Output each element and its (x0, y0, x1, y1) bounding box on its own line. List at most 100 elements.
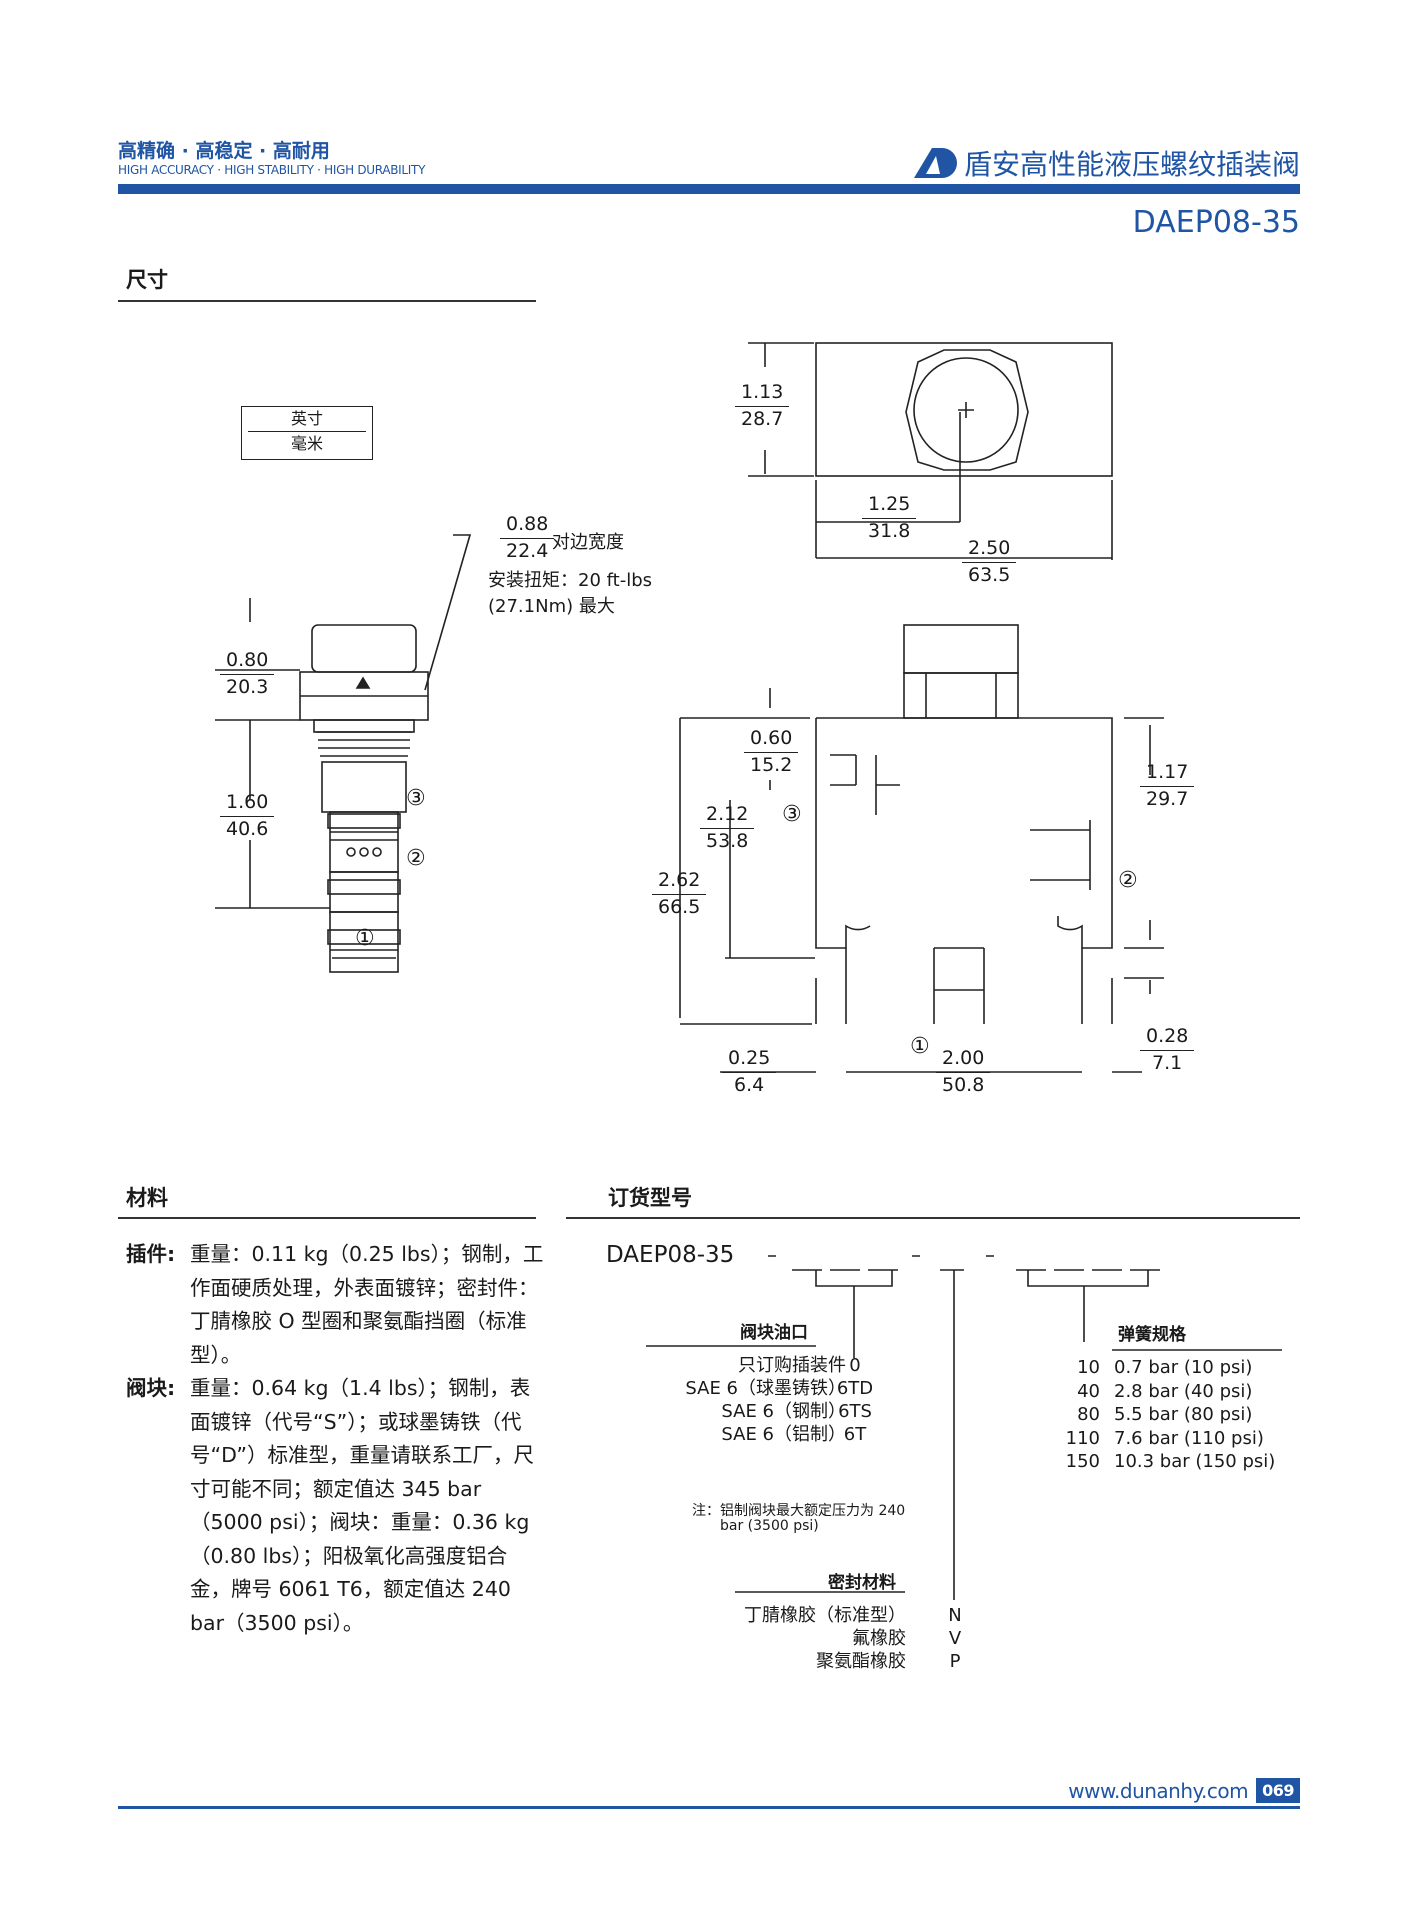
spring-code: 150 (1065, 1451, 1100, 1472)
unit-separator (248, 431, 366, 432)
port-1-marker: ① (355, 926, 375, 951)
hex-label: 对边宽度 (552, 532, 624, 553)
port-code: 6TS (838, 1401, 872, 1422)
seal-code: P (949, 1651, 961, 1672)
dim-d6: 0.60 15.2 (744, 726, 799, 778)
dim-d7-in: 2.12 (700, 802, 755, 829)
seal-codes: N V P (940, 1604, 970, 1673)
dunan-logo-icon (913, 148, 957, 178)
dim-d9-mm: 29.7 (1146, 787, 1189, 810)
port-option: 只订购插装件 (738, 1355, 846, 1376)
dim-d3-mm: 28.7 (741, 407, 784, 430)
dim-d1: 0.80 20.3 (220, 648, 275, 700)
dim-d11-mm: 6.4 (734, 1073, 765, 1096)
footer-bar (118, 1806, 1300, 1809)
dim-hex: 0.88 22.4 (500, 512, 555, 564)
materials-divider (118, 1217, 536, 1219)
port-head: 阀块油口 (740, 1323, 808, 1343)
dim-d10-in: 0.28 (1140, 1024, 1195, 1051)
port-code: 6T (843, 1424, 867, 1445)
spring-head: 弹簧规格 (1118, 1325, 1186, 1345)
brand-title: 盾安高性能液压螺纹插装阀 (912, 143, 1300, 183)
dim-d4-mm: 31.8 (868, 519, 911, 542)
port-option: SAE 6（铝制） (721, 1424, 846, 1445)
seal-option: 聚氨酯橡胶 (816, 1651, 906, 1672)
spring-options: 0.7 bar (10 psi) 2.8 bar (40 psi) 5.5 ba… (1114, 1356, 1275, 1474)
port-3-marker: ③ (406, 786, 426, 811)
dim-d10: 0.28 7.1 (1140, 1024, 1195, 1076)
unit-mm: 毫米 (290, 434, 323, 453)
dim-hex-in: 0.88 (500, 512, 555, 539)
dim-d1-in: 0.80 (220, 648, 275, 675)
dim-d6-in: 0.60 (744, 726, 799, 753)
seal-option: 丁腈橡胶（标准型） (744, 1605, 906, 1626)
footer-url[interactable]: www.dunanhy.com (1068, 1778, 1249, 1803)
dim-d2: 1.60 40.6 (220, 790, 275, 842)
ordering-title: 订货型号 (608, 1186, 692, 1210)
dim-d5-mm: 63.5 (968, 563, 1011, 586)
materials-body-block: 阀块: 重量：0.64 kg（1.4 lbs）；钢制，表面镀锌（代号“S”）；或… (126, 1372, 546, 1640)
dim-d2-mm: 40.6 (226, 817, 269, 840)
port-option: SAE 6（球墨铸铁） (685, 1378, 846, 1399)
block-port-3-marker: ③ (782, 802, 802, 827)
dim-d3: 1.13 28.7 (735, 380, 790, 432)
dim-d12-mm: 50.8 (942, 1073, 985, 1096)
brand-name: 盾安高性能液压螺纹插装阀 (963, 148, 1300, 181)
block-port-1-marker: ① (910, 1034, 930, 1059)
slogan-cn: 高精确 · 高稳定 · 高耐用 (118, 140, 330, 162)
materials-body: 插件: 重量：0.11 kg（0.25 lbs）；钢制，工作面硬质处理，外表面镀… (126, 1238, 546, 1640)
dim-d9: 1.17 29.7 (1140, 760, 1195, 812)
materials-title: 材料 (126, 1186, 168, 1210)
spring-code: 10 (1077, 1357, 1100, 1378)
port-2-marker: ② (406, 846, 426, 871)
spring-option: 10.3 bar (150 psi) (1114, 1451, 1276, 1472)
port-option: SAE 6（钢制） (721, 1401, 846, 1422)
cartridge-text: 重量：0.11 kg（0.25 lbs）；钢制，工作面硬质处理，外表面镀锌；密封… (190, 1242, 544, 1367)
dim-d1-mm: 20.3 (226, 675, 269, 698)
spring-option: 5.5 bar (80 psi) (1114, 1404, 1253, 1425)
body-head: 阀块: (126, 1376, 176, 1400)
dim-d11-in: 0.25 (722, 1046, 777, 1073)
spring-code: 40 (1077, 1380, 1100, 1402)
seal-option: 氟橡胶 (852, 1628, 906, 1649)
dim-d4: 1.25 31.8 (862, 492, 917, 544)
spring-option: 0.7 bar (10 psi) (1114, 1357, 1253, 1378)
spring-codes: 10 40 80 110 150 (1060, 1356, 1100, 1474)
dim-d3-in: 1.13 (735, 380, 790, 407)
dim-d8-in: 2.62 (652, 868, 707, 895)
dimensions-title: 尺寸 (126, 268, 168, 292)
body-text: 重量：0.64 kg（1.4 lbs）；钢制，表面镀锌（代号“S”）；或球墨铸铁… (190, 1376, 534, 1635)
note-line2: bar (3500 psi) (720, 1518, 819, 1534)
materials-cartridge: 插件: 重量：0.11 kg（0.25 lbs）；钢制，工作面硬质处理，外表面镀… (126, 1238, 546, 1372)
spring-code: 80 (1077, 1404, 1100, 1425)
spring-option: 2.8 bar (40 psi) (1114, 1380, 1253, 1402)
dim-d6-mm: 15.2 (750, 753, 793, 776)
header-bar (118, 184, 1300, 194)
seal-code: N (948, 1605, 962, 1626)
ordering-model: DAEP08-35 (606, 1242, 735, 1268)
dim-d12-in: 2.00 (936, 1046, 991, 1073)
block-port-2-marker: ② (1118, 868, 1138, 893)
slogan-en: HIGH ACCURACY · HIGH STABILITY · HIGH DU… (118, 163, 426, 177)
torque-line2: (27.1Nm) 最大 (488, 596, 615, 617)
unit-inch: 英寸 (290, 409, 323, 428)
page-number: 069 (1256, 1778, 1300, 1803)
dimensions-divider (118, 300, 536, 302)
seal-code: V (948, 1628, 962, 1649)
port-codes: 0 6TD 6TS 6T (830, 1354, 880, 1446)
dim-d8: 2.62 66.5 (652, 868, 707, 920)
torque-line1: 安装扭矩：20 ft-lbs (488, 570, 653, 591)
dim-hex-mm: 22.4 (506, 539, 549, 562)
dim-d9-in: 1.17 (1140, 760, 1195, 787)
unit-legend: 英寸 毫米 (241, 406, 373, 460)
port-code: 0 (849, 1355, 861, 1376)
seal-head: 密封材料 (828, 1573, 896, 1593)
dim-d7-mm: 53.8 (706, 829, 749, 852)
footer: www.dunanhy.com 069 (1068, 1778, 1300, 1803)
ordering-divider (566, 1217, 1300, 1219)
dim-d2-in: 1.60 (220, 790, 275, 817)
dim-d5-in: 2.50 (962, 536, 1017, 563)
port-code: 6TD (836, 1378, 874, 1399)
